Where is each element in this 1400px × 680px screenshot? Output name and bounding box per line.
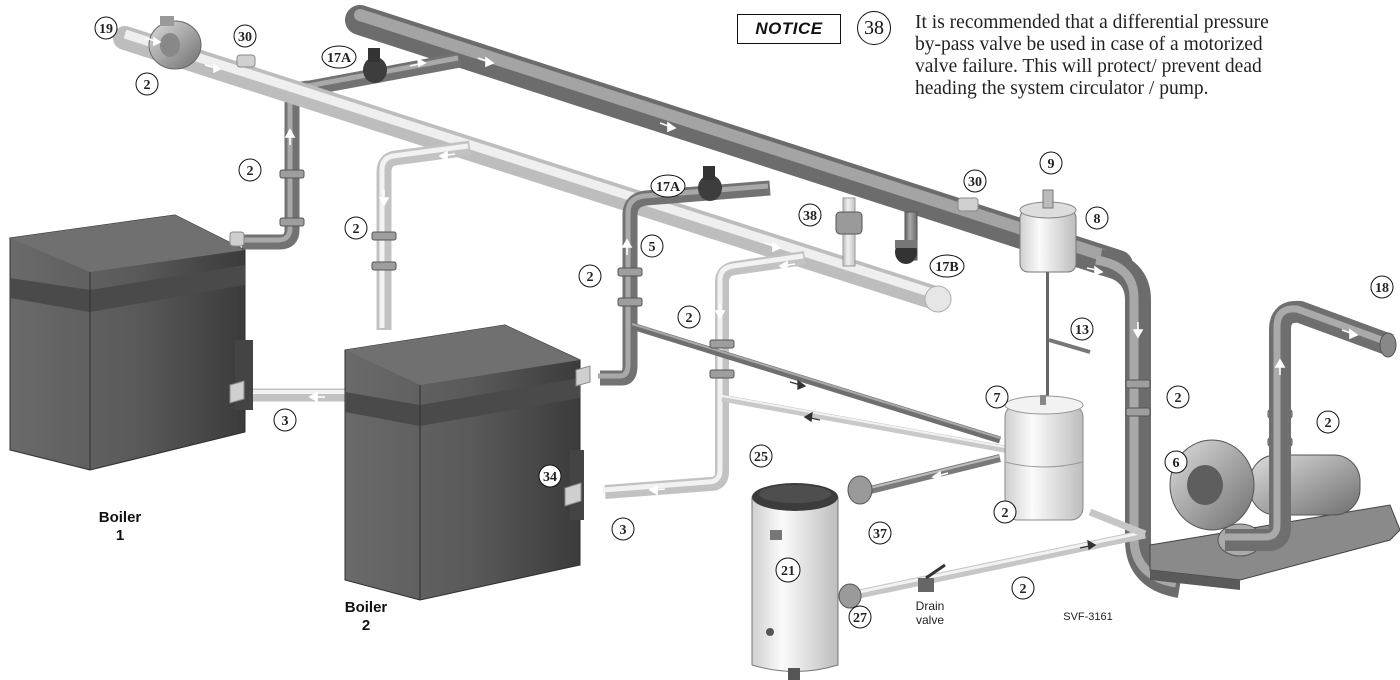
boiler1-number: 1	[116, 527, 124, 544]
notice-line-2: by-pass valve be used in case of a motor…	[915, 34, 1263, 55]
callout-27: 27	[848, 605, 872, 629]
svg-text:13: 13	[1075, 323, 1089, 338]
callout-6: 6	[1164, 450, 1188, 474]
svg-text:7: 7	[994, 391, 1001, 406]
svg-text:17B: 17B	[935, 260, 958, 275]
sensor-30-top	[236, 54, 256, 68]
svg-text:6: 6	[1173, 456, 1180, 471]
callout-34: 34	[538, 464, 562, 488]
callout-30-right: 30	[963, 169, 987, 193]
callout-3-boiler2: 3	[611, 517, 635, 541]
svg-text:38: 38	[803, 209, 817, 224]
svg-text:2: 2	[1175, 391, 1182, 406]
svg-text:8: 8	[1094, 212, 1101, 227]
tank-supply-line	[630, 322, 1002, 444]
callout-2-boiler1-supply: 2	[238, 158, 262, 182]
indirect-water-heater	[751, 483, 839, 680]
boiler2-number: 2	[362, 617, 370, 634]
callout-2-boiler1-return: 2	[344, 216, 368, 240]
svg-text:30: 30	[238, 30, 252, 45]
svg-text:37: 37	[873, 527, 887, 542]
boiler2-label: Boiler	[345, 599, 388, 616]
svg-text:30: 30	[968, 175, 982, 190]
callout-9: 9	[1039, 151, 1063, 175]
callout-21: 21	[775, 557, 801, 583]
svg-text:18: 18	[1375, 281, 1389, 296]
svg-text:2: 2	[247, 164, 254, 179]
callout-2-pump19: 2	[135, 72, 159, 96]
boiler1-label: Boiler	[99, 509, 142, 526]
svg-text:2: 2	[587, 270, 594, 285]
valve-37	[847, 475, 873, 505]
valve-17b	[895, 240, 917, 264]
pump-discharge-pipe	[1222, 300, 1397, 551]
callout-37: 37	[868, 521, 892, 545]
notice-text: It is recommended that a differential pr…	[915, 12, 1395, 100]
callout-7: 7	[985, 385, 1009, 409]
callout-30-top: 30	[233, 24, 257, 48]
drain-valve-label-2: valve	[916, 613, 944, 627]
callout-5: 5	[640, 234, 664, 258]
svg-text:21: 21	[781, 564, 795, 579]
flow-arrows	[144, 36, 1359, 496]
svg-text:3: 3	[282, 414, 289, 429]
callout-38: 38	[798, 203, 822, 227]
notice-line-1: It is recommended that a differential pr…	[915, 12, 1269, 33]
sensor-30-right	[957, 197, 979, 212]
callout-2-dhw-supply: 2	[993, 500, 1017, 524]
callout-19: 19	[94, 16, 118, 40]
svg-text:2: 2	[353, 222, 360, 237]
svg-text:17A: 17A	[656, 180, 681, 195]
callout-17a-top: 17A	[321, 45, 357, 69]
boiler2-supply-pipe	[598, 180, 771, 386]
svg-text:2: 2	[686, 311, 693, 326]
fill-line	[1048, 338, 1091, 354]
svg-text:2: 2	[1002, 506, 1009, 521]
notice-line-4: heading the system circulator / pump.	[915, 78, 1209, 99]
callout-17a-mid: 17A	[650, 174, 686, 198]
pipe-unions	[279, 169, 1293, 447]
callout-17b: 17B	[929, 254, 965, 278]
valve-27	[838, 583, 862, 609]
svg-text:25: 25	[754, 450, 768, 465]
svg-text:9: 9	[1048, 157, 1055, 172]
svg-text:19: 19	[99, 22, 113, 37]
callout-25: 25	[749, 444, 773, 468]
svg-text:5: 5	[649, 240, 656, 255]
svg-text:2: 2	[144, 78, 151, 93]
svg-text:2: 2	[1020, 582, 1027, 597]
drain-valve	[918, 563, 946, 592]
boiler-2	[344, 324, 591, 601]
callout-13: 13	[1070, 317, 1094, 341]
boiler-1	[9, 214, 253, 471]
pump-19	[148, 16, 202, 70]
motorized-valve-17a-mid	[698, 166, 722, 201]
notice-callout-38: 38	[857, 11, 891, 45]
air-separator	[1019, 189, 1077, 397]
bypass-valve-38	[835, 211, 863, 235]
notice-label: NOTICE	[737, 14, 841, 44]
svg-text:3: 3	[620, 523, 627, 538]
notice-line-3: valve failure. This will protect/ preven…	[915, 56, 1262, 77]
svg-text:17A: 17A	[327, 51, 352, 66]
callout-18: 18	[1370, 275, 1394, 299]
expansion-tank	[1004, 395, 1084, 521]
callout-2-dhw-return: 2	[1011, 576, 1035, 600]
svg-text:27: 27	[853, 611, 867, 626]
svg-text:2: 2	[1325, 416, 1332, 431]
svg-text:34: 34	[543, 470, 557, 485]
callout-2-pump-discharge: 2	[1316, 410, 1340, 434]
callout-8: 8	[1085, 206, 1109, 230]
callout-2-pump-suction: 2	[1166, 385, 1190, 409]
figure-code: SVF-3161	[1063, 611, 1113, 623]
callout-2-boiler2-return: 2	[677, 305, 701, 329]
callout-3-boiler1: 3	[273, 408, 297, 432]
drain-valve-label: Drain	[916, 599, 945, 613]
callout-2-boiler2-supply: 2	[578, 264, 602, 288]
motorized-valve-17a-top	[363, 48, 387, 83]
